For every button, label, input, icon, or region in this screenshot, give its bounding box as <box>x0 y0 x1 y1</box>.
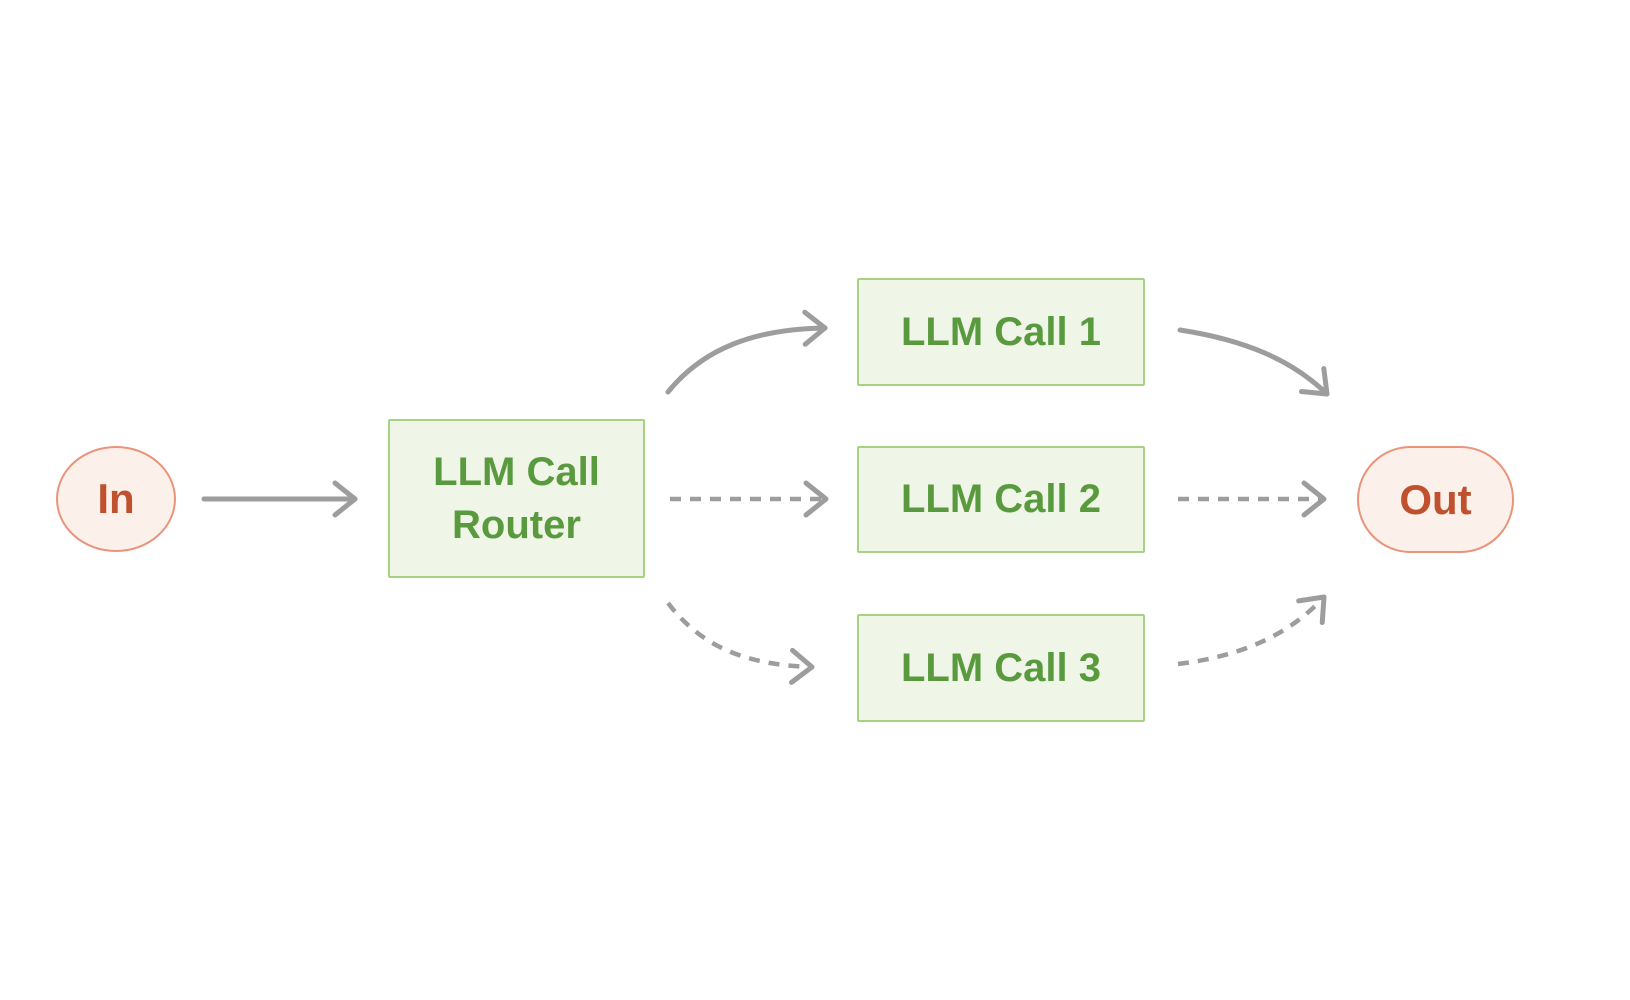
llm-call-router-label: LLM Call Router <box>433 449 600 547</box>
edge-call3-to-out <box>1177 594 1327 667</box>
in-node-label: In <box>97 475 135 522</box>
out-node-label: Out <box>1399 475 1472 523</box>
edge-router-to-call1 <box>665 309 828 395</box>
edge-router-to-call3 <box>666 601 815 685</box>
llm-call-1-node: LLM Call 1 <box>857 278 1145 386</box>
llm-call-3-label: LLM Call 3 <box>900 645 1102 690</box>
llm-call-2-node: LLM Call 2 <box>857 446 1145 553</box>
llm-call-2-label: LLM Call 2 <box>900 477 1102 522</box>
llm-call-1-label: LLM Call 1 <box>900 309 1102 354</box>
out-node: Out <box>1357 446 1514 553</box>
edge-call1-to-out <box>1177 327 1330 397</box>
llm-call-router-node: LLM Call Router <box>388 419 645 578</box>
in-node: In <box>56 446 176 552</box>
llm-call-3-node: LLM Call 3 <box>857 614 1145 722</box>
